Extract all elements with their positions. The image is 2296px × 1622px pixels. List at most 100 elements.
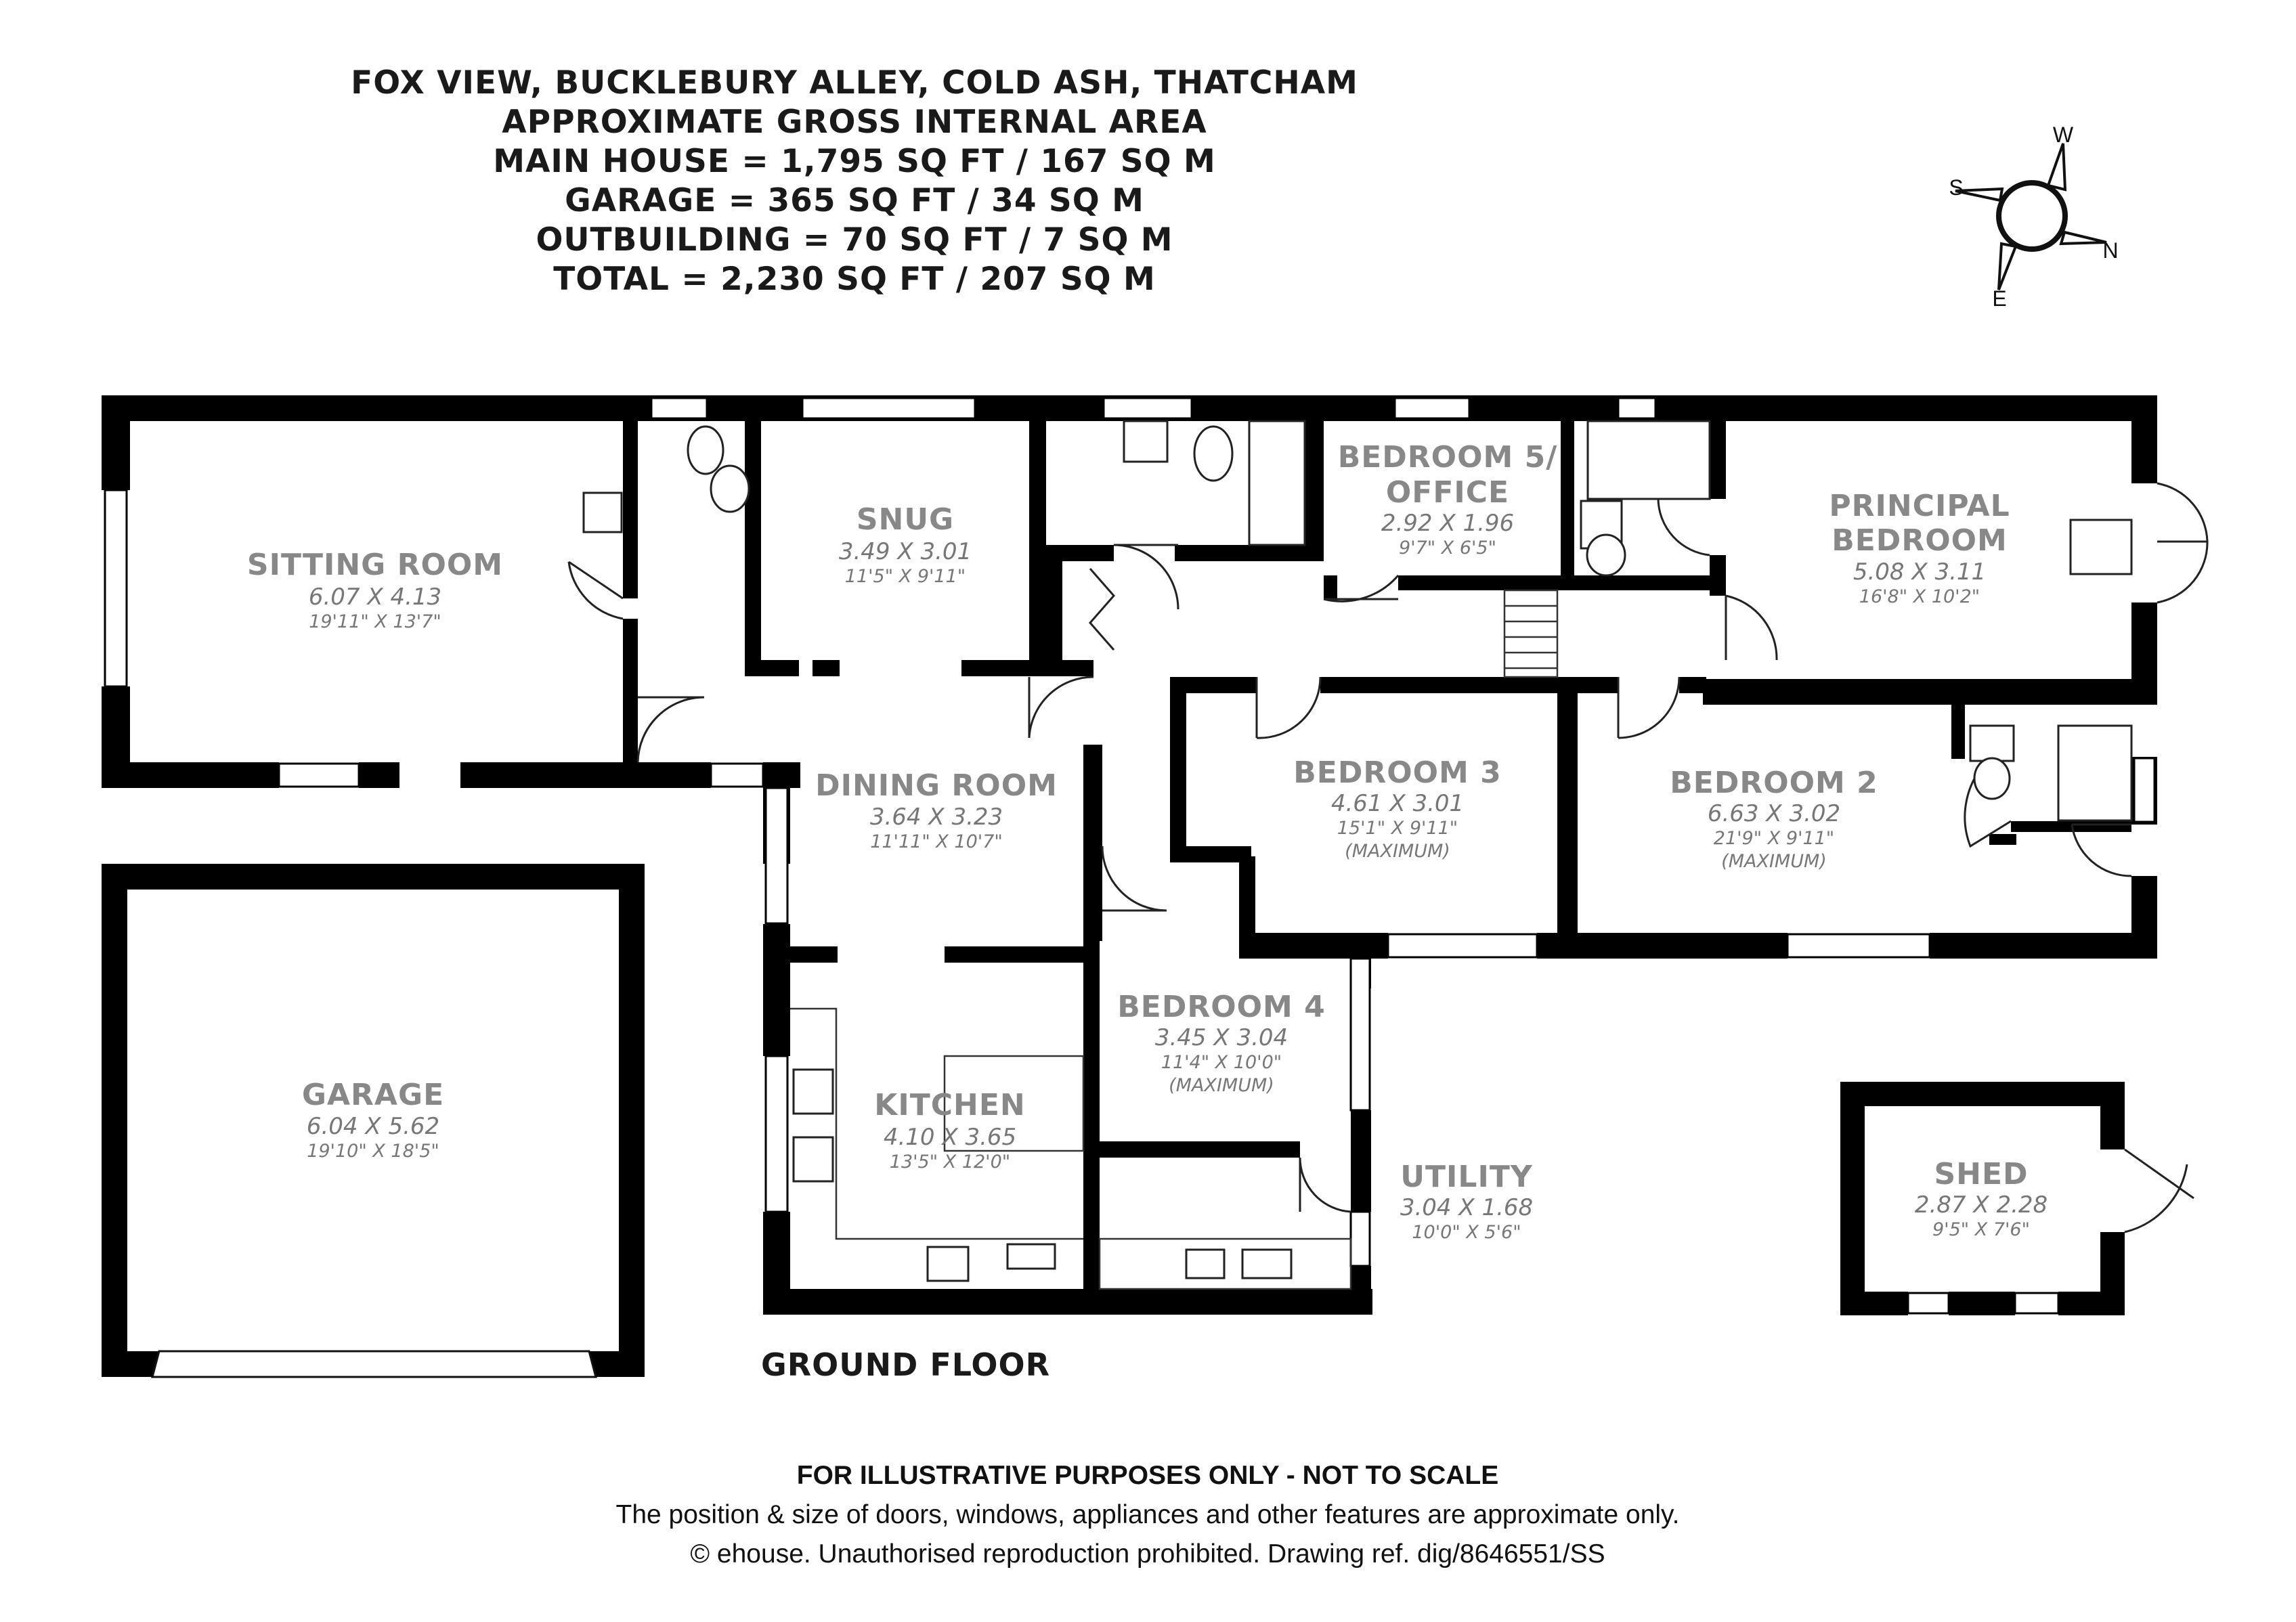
- compass-north: N: [2102, 238, 2118, 263]
- compass-icon: W S N E: [1949, 123, 2118, 311]
- french-doors-icon: [2157, 482, 2209, 604]
- window-icon: [278, 762, 360, 788]
- room-imperial: 9'7" X 6'5": [1399, 538, 1496, 558]
- drainer-icon: [1241, 1248, 1293, 1279]
- room-metric: 6.07 X 4.13: [309, 584, 441, 611]
- room-name: BEDROOM 3: [1293, 755, 1502, 790]
- room-metric: 2.87 X 2.28: [1915, 1191, 2048, 1219]
- room-imperial: 21'9" X 9'11": [1714, 828, 1834, 849]
- room-imperial: 11'11" X 10'7": [870, 831, 1003, 852]
- room-name: BEDROOM 5/: [1338, 440, 1558, 475]
- window-icon: [764, 787, 789, 925]
- room-name: SITTING ROOM: [247, 548, 503, 582]
- room-imperial: 16'8" X 10'2": [1859, 586, 1980, 607]
- window-icon: [1387, 933, 1538, 959]
- door-icon: [1323, 575, 1400, 602]
- window-icon: [650, 397, 708, 420]
- kitchen-island-icon: [943, 1055, 1085, 1152]
- room-name: PRINCIPAL: [1829, 489, 2010, 523]
- room-name: KITCHEN: [874, 1088, 1025, 1122]
- window-icon: [1617, 397, 1657, 420]
- room-name: SNUG: [857, 502, 954, 537]
- door-icon: [567, 561, 624, 620]
- header-garage: GARAGE = 365 SQ FT / 34 SQ M: [565, 182, 1144, 219]
- room-name: UTILITY: [1400, 1160, 1533, 1194]
- main-house-walls: [102, 395, 2157, 1315]
- header-address: FOX VIEW, BUCKLEBURY ALLEY, COLD ASH, TH…: [351, 64, 1358, 102]
- window-icon: [710, 762, 764, 788]
- header-total: TOTAL = 2,230 SQ FT / 207 SQ M: [553, 261, 1156, 298]
- door-icon: [1028, 676, 1094, 739]
- room-metric: 3.04 X 1.68: [1400, 1194, 1533, 1221]
- sink-icon: [1123, 420, 1169, 463]
- bed-icon: [2069, 519, 2133, 575]
- compass-east: E: [1992, 286, 2006, 311]
- door-icon: [1657, 498, 1710, 556]
- sink-icon: [792, 1136, 834, 1183]
- room-name: BEDROOM 2: [1670, 766, 1878, 800]
- room-name: BEDROOM 4: [1117, 990, 1326, 1024]
- windows: [104, 397, 2156, 1267]
- garage-walls: [102, 864, 645, 1378]
- disclaimer-features: The position & size of doors, windows, a…: [616, 1500, 1680, 1529]
- garage-door-icon: [151, 1350, 597, 1378]
- shed-walls: [1840, 1082, 2194, 1315]
- room-note: (MAXIMUM): [1169, 1075, 1274, 1096]
- window-icon: [2133, 757, 2156, 823]
- header-main-house: MAIN HOUSE = 1,795 SQ FT / 167 SQ M: [493, 143, 1216, 180]
- drainer-icon: [792, 1068, 834, 1115]
- door-icon: [636, 696, 705, 763]
- room-name: GARAGE: [302, 1078, 444, 1112]
- window-icon: [104, 489, 128, 688]
- room-imperial: 9'5" X 7'6": [1932, 1219, 2030, 1240]
- room-name: OFFICE: [1386, 475, 1509, 510]
- room-name: BEDROOM: [1832, 523, 2008, 558]
- room-metric: 4.61 X 3.01: [1331, 790, 1464, 817]
- window-icon: [1393, 397, 1471, 420]
- room-utility: UTILITY 3.04 X 1.68 10'0" X 5'6": [1400, 1160, 1533, 1243]
- room-garage: GARAGE 6.04 X 5.62 19'10" X 18'5": [302, 1078, 444, 1162]
- sink-icon: [1969, 724, 2015, 762]
- room-imperial: 15'1" X 9'11": [1337, 818, 1458, 839]
- utility-counter-icon: [1098, 1237, 1352, 1290]
- toilet-icon: [1973, 757, 2011, 800]
- room-metric: 3.49 X 3.01: [839, 538, 972, 565]
- toilet-icon: [1586, 533, 1626, 577]
- disclaimer: FOR ILLUSTRATIVE PURPOSES ONLY - NOT TO …: [616, 1461, 1680, 1569]
- room-dining-room: DINING ROOM 3.64 X 3.23 11'11" X 10'7": [815, 768, 1057, 852]
- room-bedroom-4: BEDROOM 4 3.45 X 3.04 11'4" X 10'0" (MAX…: [1117, 990, 1326, 1096]
- header-area-label: APPROXIMATE GROSS INTERNAL AREA: [502, 104, 1207, 141]
- room-bedroom-2: BEDROOM 2 6.63 X 3.02 21'9" X 9'11" (MAX…: [1670, 766, 1878, 872]
- room-shed: SHED 2.87 X 2.28 9'5" X 7'6": [1915, 1157, 2048, 1240]
- door-icon: [1255, 676, 1322, 739]
- bath-icon: [1248, 420, 1306, 546]
- fixtures: [582, 420, 2133, 1290]
- door-icon: [1725, 594, 1778, 661]
- room-metric: 5.08 X 3.11: [1853, 558, 1986, 586]
- room-metric: 2.92 X 1.96: [1381, 510, 1514, 537]
- compass-south: S: [1949, 175, 1963, 200]
- room-imperial: 19'11" X 13'7": [309, 611, 441, 632]
- header-outbuilding: OUTBUILDING = 70 SQ FT / 7 SQ M: [536, 221, 1173, 259]
- shed-window-icon: [2014, 1292, 2060, 1315]
- staircase-icon: [1503, 589, 1559, 678]
- room-metric: 3.64 X 3.23: [870, 804, 1003, 831]
- room-principal-bedroom: PRINCIPAL BEDROOM 5.08 X 3.11 16'8" X 10…: [1829, 489, 2010, 607]
- compass-west: W: [2053, 123, 2074, 147]
- room-imperial: 11'5" X 9'11": [845, 566, 966, 587]
- disclaimer-copyright: © ehouse. Unauthorised reproduction proh…: [690, 1539, 1605, 1569]
- shed-window-icon: [1907, 1292, 1950, 1315]
- window-icon: [1349, 957, 1371, 1112]
- shower-icon: [1586, 420, 1711, 500]
- door-icon: [2071, 823, 2132, 877]
- room-imperial: 13'5" X 12'0": [890, 1152, 1010, 1172]
- door-icon: [1113, 544, 1179, 610]
- door-icon: [1101, 846, 1167, 912]
- oven-icon: [1006, 1243, 1056, 1270]
- shower-icon: [2057, 724, 2133, 822]
- toilet-icon: [687, 425, 724, 475]
- room-metric: 6.63 X 3.02: [1708, 800, 1840, 827]
- door-icon: [1299, 1157, 1351, 1213]
- window-icon: [801, 397, 976, 420]
